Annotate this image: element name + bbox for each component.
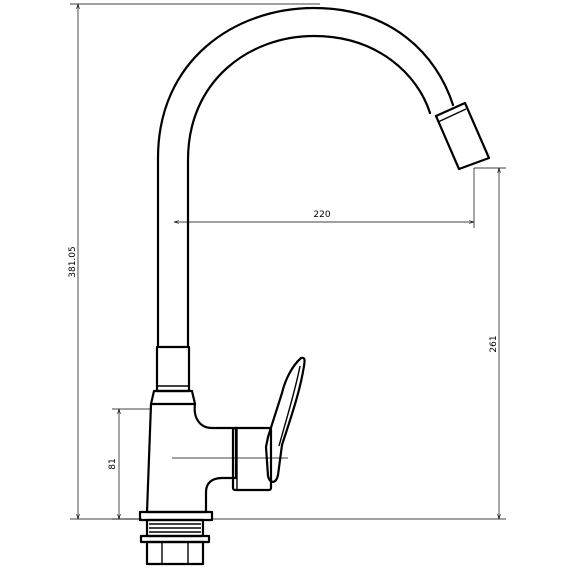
- faucet-outline: [138, 6, 491, 566]
- dimension-spout-reach: 220: [174, 168, 475, 228]
- spout-height-label: 261: [489, 335, 499, 352]
- lever-highlight: [278, 365, 301, 447]
- dimension-spout-height: 261: [212, 167, 506, 520]
- aerator-ring: [437, 108, 467, 123]
- mounting-plate: [138, 510, 214, 522]
- main-body: [145, 402, 238, 514]
- spout-outer-edge: [156, 6, 455, 349]
- connector-ring: [149, 389, 197, 406]
- spout-collar: [155, 345, 191, 393]
- aerator-nozzle: [434, 101, 491, 171]
- spout-inner-edge: [186, 34, 432, 349]
- handle-cartridge: [231, 426, 273, 492]
- base-height-label: 81: [108, 458, 118, 469]
- dimension-base-height: 81: [108, 408, 152, 520]
- overall-height-label: 381.05: [68, 246, 78, 278]
- lever-handle: [264, 356, 306, 483]
- spout-reach-label: 220: [313, 210, 330, 220]
- threaded-shank: [145, 518, 205, 538]
- hex-nut: [145, 540, 205, 566]
